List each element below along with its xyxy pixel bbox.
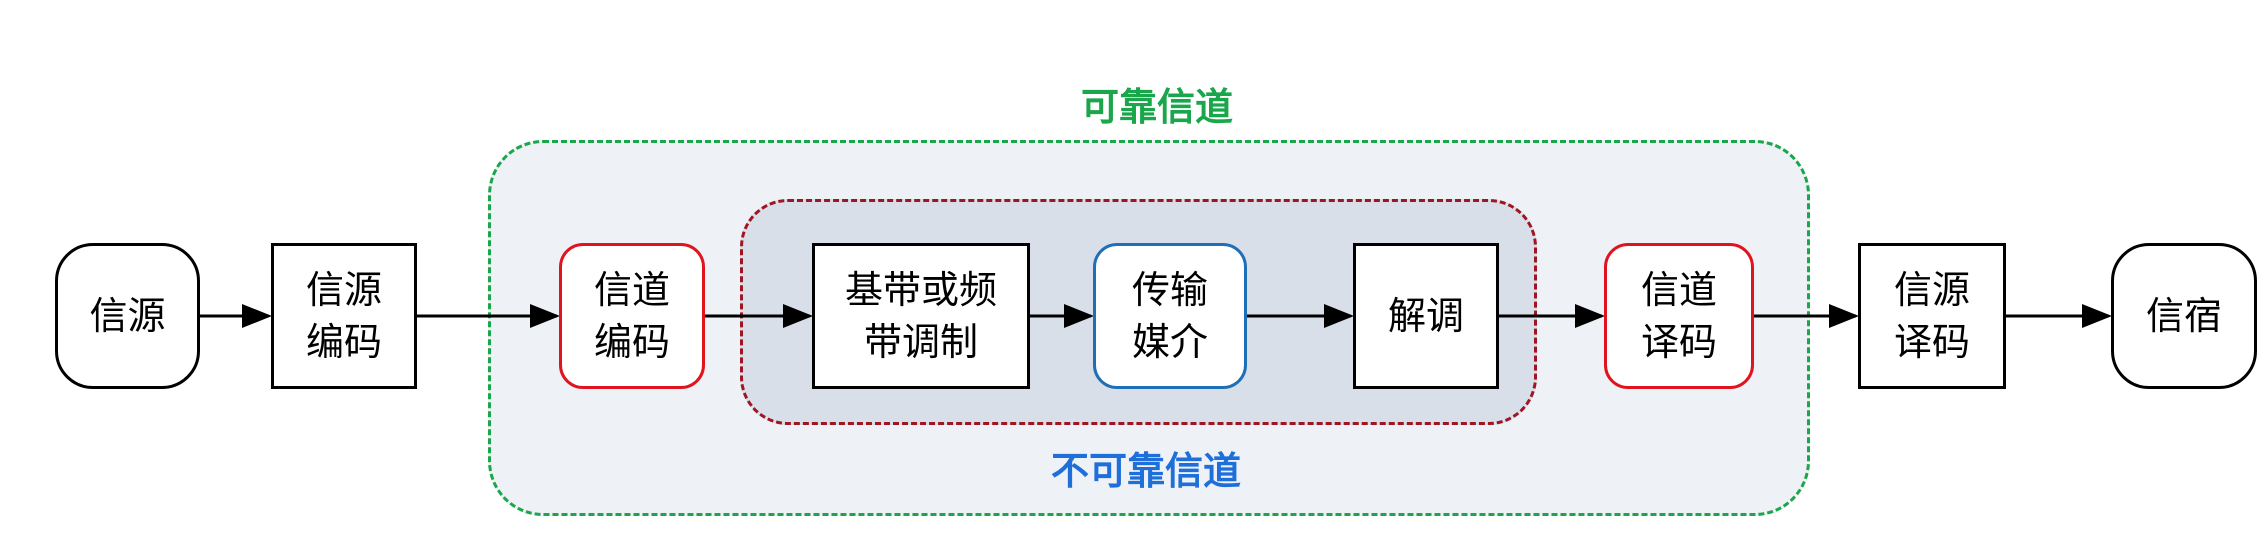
modulation-node: 基带或频 带调制 — [812, 243, 1030, 389]
channel-encoder-label: 信道 编码 — [593, 268, 670, 364]
channel-encoder-node: 信道 编码 — [559, 243, 705, 389]
transmission-medium-node: 传输 媒介 — [1093, 243, 1247, 389]
demodulation-label: 解调 — [1387, 294, 1464, 338]
transmission-medium-label: 传输 媒介 — [1131, 268, 1208, 364]
sink-label: 信宿 — [2145, 294, 2222, 338]
reliable-channel-label: 可靠信道 — [1080, 85, 1234, 129]
sink-node: 信宿 — [2111, 243, 2257, 389]
source-node: 信源 — [55, 243, 200, 389]
channel-decoder-label: 信道 译码 — [1640, 268, 1717, 364]
source-encoder-node: 信源 编码 — [271, 243, 417, 389]
source-decoder-label: 信源 译码 — [1893, 268, 1970, 364]
unreliable-channel-label: 不可靠信道 — [1050, 449, 1242, 493]
source-label: 信源 — [89, 294, 166, 338]
source-decoder-node: 信源 译码 — [1858, 243, 2006, 389]
modulation-label: 基带或频 带调制 — [844, 268, 997, 364]
demodulation-node: 解调 — [1353, 243, 1499, 389]
source-encoder-label: 信源 编码 — [305, 268, 382, 364]
channel-decoder-node: 信道 译码 — [1604, 243, 1754, 389]
